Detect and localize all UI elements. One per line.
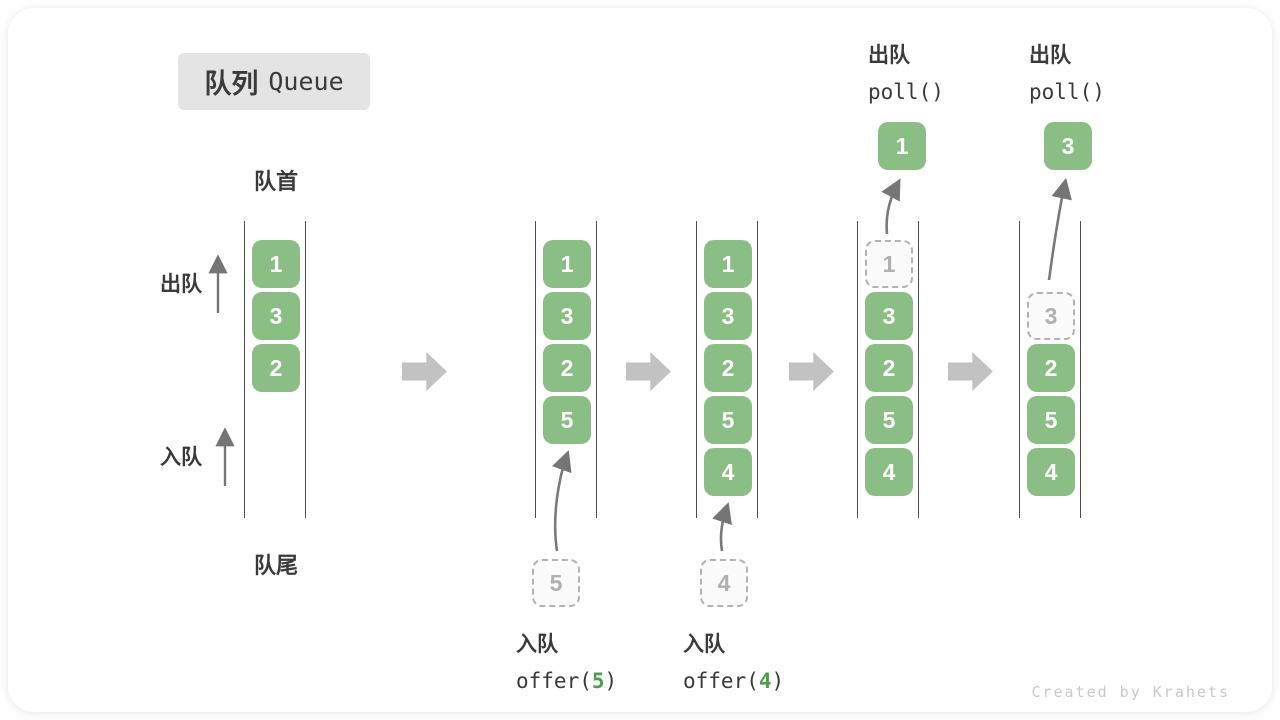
queue-cell: 4 xyxy=(865,448,913,496)
enqueue-operation-label: 入队 offer(4) xyxy=(683,628,784,693)
queue-cell-removed: 1 xyxy=(865,240,913,288)
queue-rear-label: 队尾 xyxy=(254,553,299,578)
enqueue-operation-label: 入队 offer(5) xyxy=(516,628,617,693)
queue-cell: 5 xyxy=(1027,396,1075,444)
enqueue-action-text: 入队 xyxy=(683,633,725,656)
enqueue-action-text: 入队 xyxy=(516,633,558,656)
next-state-arrow-icon xyxy=(402,352,447,391)
dequeue-action-text: 出队 xyxy=(868,44,910,67)
queue-front-label: 队首 xyxy=(254,169,299,194)
incoming-element-box: 4 xyxy=(700,559,748,607)
queue-cell: 1 xyxy=(543,240,591,288)
queue-cell: 1 xyxy=(704,240,752,288)
next-state-arrow-icon xyxy=(948,352,993,391)
arrows-overlay xyxy=(208,177,1072,552)
enqueue-side-label: 入队 xyxy=(160,446,202,469)
enqueue-call-text: offer(5) xyxy=(516,669,618,693)
queue-cell: 3 xyxy=(865,292,913,340)
queue-cell: 2 xyxy=(252,344,300,392)
queue-cell-removed: 3 xyxy=(1027,292,1075,340)
enqueue-arg: 5 xyxy=(591,669,605,693)
queue-cell: 5 xyxy=(865,396,913,444)
outgoing-element-box: 1 xyxy=(878,122,926,170)
next-state-arrow-icon xyxy=(626,352,671,391)
title-badge: 队列 Queue xyxy=(178,53,370,110)
queue-cell: 5 xyxy=(543,396,591,444)
dequeue-call-text: poll() xyxy=(1029,80,1105,104)
outgoing-element-box: 3 xyxy=(1044,122,1092,170)
queue-cell: 4 xyxy=(704,448,752,496)
enqueue-call-text: offer(4) xyxy=(683,669,785,693)
queue-cell: 1 xyxy=(252,240,300,288)
incoming-element-box: 5 xyxy=(532,559,580,607)
queue-cell: 5 xyxy=(704,396,752,444)
queue-cell: 3 xyxy=(252,292,300,340)
dequeue-call-text: poll() xyxy=(868,80,944,104)
enqueue-arg: 4 xyxy=(758,669,772,693)
title-zh: 队列 xyxy=(204,69,259,99)
dequeue-operation-label: 出队 poll() xyxy=(868,39,944,104)
title-en: Queue xyxy=(268,67,344,96)
dequeue-side-label: 出队 xyxy=(160,273,202,296)
dequeue-operation-label: 出队 poll() xyxy=(1029,39,1105,104)
queue-cell: 4 xyxy=(1027,448,1075,496)
queue-cell: 2 xyxy=(543,344,591,392)
queue-cell: 2 xyxy=(865,344,913,392)
next-state-arrow-icon xyxy=(789,352,834,391)
queue-cell: 3 xyxy=(704,292,752,340)
queue-cell: 3 xyxy=(543,292,591,340)
watermark: Created by Krahets xyxy=(1031,683,1230,701)
dequeue-action-text: 出队 xyxy=(1029,44,1071,67)
queue-cell: 2 xyxy=(704,344,752,392)
queue-cell: 2 xyxy=(1027,344,1075,392)
